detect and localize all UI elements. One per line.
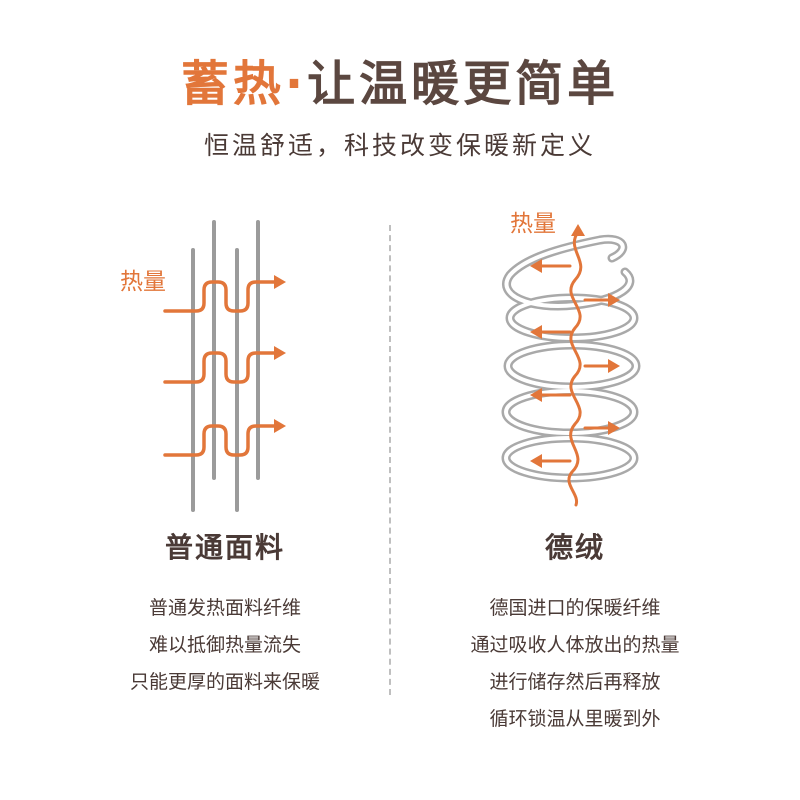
arrow-right-icon: [274, 275, 286, 289]
left-column-title: 普通面料: [164, 531, 285, 564]
left-description: 普通发热面料纤维 难以抵御热量流失 只能更厚的面料来保暖: [95, 590, 355, 701]
arrow-left-icon: [530, 454, 542, 468]
arrow-right-icon: [608, 293, 620, 307]
left-heat-label: 热量: [120, 269, 166, 295]
right-desc-line: 通过吸收人体放出的热量: [470, 634, 680, 656]
right-column-title: 德绒: [544, 531, 605, 564]
arrow-up-icon: [571, 224, 585, 236]
arrow-right-icon: [274, 346, 286, 360]
arrow-right-icon: [274, 419, 286, 433]
arrow-right-icon: [608, 421, 620, 435]
center-divider: [389, 225, 391, 695]
arrow-right-icon: [608, 359, 620, 373]
right-description: 德国进口的保暖纤维 通过吸收人体放出的热量 进行储存然后再释放 循环锁温从里暖到…: [430, 590, 720, 738]
title-rest: 让温暖更简单: [307, 56, 620, 112]
page-title: 蓄热·让温暖更简单: [0, 54, 800, 114]
right-desc-line: 德国进口的保暖纤维: [489, 597, 661, 619]
page-subtitle: 恒温舒适，科技改变保暖新定义: [203, 131, 596, 160]
arrow-left-icon: [530, 388, 542, 402]
left-desc-line: 只能更厚的面料来保暖: [129, 671, 320, 693]
title-accent: 蓄热·: [180, 56, 308, 112]
right-desc-line: 循环锁温从里暖到外: [489, 708, 661, 730]
left-desc-line: 难以抵御热量流失: [148, 634, 301, 656]
right-heat-label: 热量: [510, 211, 556, 237]
arrow-left-icon: [530, 259, 542, 273]
left-desc-line: 普通发热面料纤维: [148, 597, 301, 619]
arrow-left-icon: [530, 325, 542, 339]
right-desc-line: 进行储存然后再释放: [489, 671, 661, 693]
